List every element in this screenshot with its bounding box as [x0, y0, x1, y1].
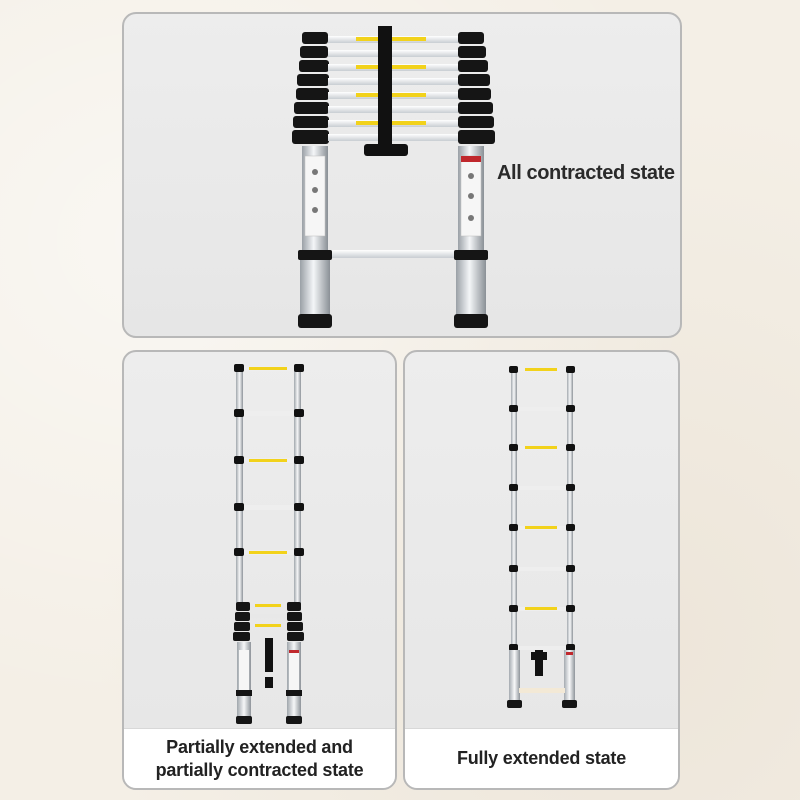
panel-contracted: All contracted state — [122, 12, 682, 338]
panel-fully-extended: Fully extended state — [403, 350, 680, 790]
caption-partial-line1: Partially extended and — [166, 737, 353, 757]
caption-contracted: All contracted state — [497, 162, 675, 184]
ladder-partial-image — [233, 364, 304, 724]
caption-fully-extended: Fully extended state — [405, 728, 678, 788]
ladder-full-image — [507, 366, 577, 708]
caption-partial-line2: partially contracted state — [155, 759, 364, 780]
panel-partially-extended: Partially extended and partially contrac… — [122, 350, 397, 790]
caption-partially-extended: Partially extended and partially contrac… — [124, 728, 395, 788]
ladder-contracted-image — [292, 26, 495, 328]
